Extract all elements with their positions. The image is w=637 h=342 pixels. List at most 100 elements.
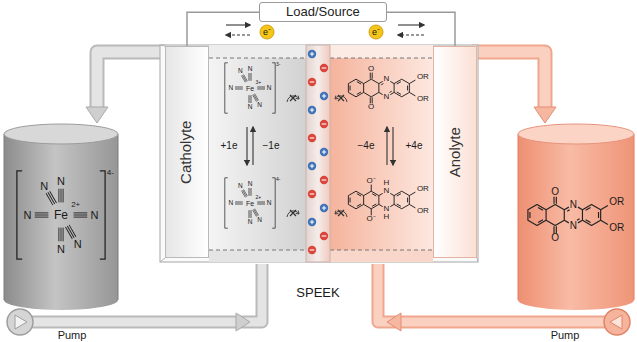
anolyte-pipes xyxy=(472,52,545,110)
atom-label: O xyxy=(551,187,559,197)
electron-badge xyxy=(369,25,383,39)
atom-label: N xyxy=(238,68,243,75)
electron-badge xyxy=(260,25,274,39)
atom-label: N xyxy=(384,75,390,83)
pump-symbol xyxy=(610,315,622,329)
electron-flow-arrows xyxy=(226,25,424,35)
anolyte-tank xyxy=(518,124,634,310)
atom-label: O⁻ xyxy=(367,215,376,223)
flow-cell xyxy=(330,250,433,262)
redox-arrows xyxy=(386,127,387,165)
anolyte-tank xyxy=(518,134,634,300)
flow-battery-illustration xyxy=(287,95,299,102)
anolyte-pipes xyxy=(472,52,545,110)
atom-label: N xyxy=(74,239,82,250)
speek-membrane xyxy=(308,134,316,142)
flow-cell xyxy=(160,45,478,262)
pump-symbol xyxy=(15,315,27,329)
speek-membrane xyxy=(320,232,328,240)
atom-label: 2+ xyxy=(71,201,80,209)
redox-arrows xyxy=(252,127,253,165)
atom-label: Fe xyxy=(54,209,68,221)
electron-label: e⁻ xyxy=(263,28,271,37)
anolyte-pipes xyxy=(534,107,556,123)
atom-label: 3+ xyxy=(256,80,262,85)
atom-label: OR xyxy=(609,197,624,207)
atom-label: N xyxy=(384,187,390,195)
speek-membrane xyxy=(308,246,316,254)
flow-cell xyxy=(330,58,433,250)
catholyte-tank xyxy=(4,124,118,310)
atom-label: OR xyxy=(417,73,429,81)
atom-label: H xyxy=(384,213,390,221)
atom-label: N xyxy=(267,85,272,92)
electrode-panel: Catholyte xyxy=(165,46,209,258)
speek-membrane xyxy=(308,162,316,170)
flow-cell xyxy=(330,45,433,58)
atom-label: N xyxy=(248,219,253,226)
catholyte-tank xyxy=(4,124,118,144)
load-source-box: Load/Source xyxy=(259,2,387,22)
redox-label: −1e xyxy=(263,141,280,151)
catholyte-pipes xyxy=(236,313,250,331)
speek-membrane xyxy=(320,148,328,156)
flow-cell xyxy=(209,58,306,250)
flow-battery-illustration xyxy=(287,210,299,217)
speek-membrane xyxy=(308,50,316,58)
atom-label: 4- xyxy=(107,169,114,177)
speek-membrane xyxy=(320,176,328,184)
atom-label: N xyxy=(570,200,577,210)
pump-symbol xyxy=(7,309,33,335)
pump-symbol xyxy=(7,309,33,335)
pump-label: Pump xyxy=(58,330,87,341)
atom-label: Fe xyxy=(246,85,254,92)
atom-label: N xyxy=(570,221,577,231)
box-label: Load/Source xyxy=(286,5,360,19)
flow-battery-illustration xyxy=(348,185,415,216)
atom-label: N xyxy=(384,93,390,101)
atom-label: N xyxy=(257,216,262,223)
speek-membrane xyxy=(308,78,316,86)
electron-flow-arrows xyxy=(226,34,250,35)
atom-label: 3- xyxy=(276,62,280,67)
atom-label: N xyxy=(384,205,390,213)
speek-membrane xyxy=(308,218,316,226)
redox-arrows xyxy=(246,127,247,165)
atom-label: N xyxy=(228,85,233,92)
wire xyxy=(387,12,455,46)
flow-cell xyxy=(160,45,478,262)
flow-battery-illustration xyxy=(17,171,105,259)
redox-label: +4e xyxy=(406,141,423,151)
catholyte-tank xyxy=(4,290,118,310)
atom-label: O xyxy=(368,103,374,111)
electron-flow-arrows xyxy=(226,24,250,25)
atom-label: O xyxy=(368,65,374,73)
atom-label: N xyxy=(257,101,262,108)
flow-cell xyxy=(160,45,478,262)
speek-membrane xyxy=(320,120,328,128)
electrode-panel: Anolyte xyxy=(433,46,477,258)
catholyte-tank xyxy=(4,134,118,300)
flow-battery-illustration xyxy=(225,63,275,113)
atom-label: N xyxy=(267,200,272,207)
speek-membrane xyxy=(308,106,316,114)
speek-membrane xyxy=(306,45,330,262)
atom-label: O xyxy=(551,233,559,243)
atom-label: N xyxy=(248,66,253,73)
redox-arrows xyxy=(392,127,393,165)
atom-label: N xyxy=(238,183,243,190)
pump-symbol xyxy=(604,309,630,335)
atom-label: 2+ xyxy=(256,195,262,200)
anolyte-tank xyxy=(518,134,634,300)
atom-label: OR xyxy=(417,95,429,103)
atom-label: N xyxy=(57,176,65,187)
atom-label: N xyxy=(40,180,48,191)
electron-flow-arrows xyxy=(398,24,424,25)
membrane-label: SPEEK xyxy=(296,286,339,299)
redox-label: +1e xyxy=(221,141,238,151)
electron-label: e⁻ xyxy=(372,28,380,37)
atom-label: OR xyxy=(417,185,429,193)
pump-symbol xyxy=(604,309,630,335)
atom-label: N xyxy=(248,104,253,111)
